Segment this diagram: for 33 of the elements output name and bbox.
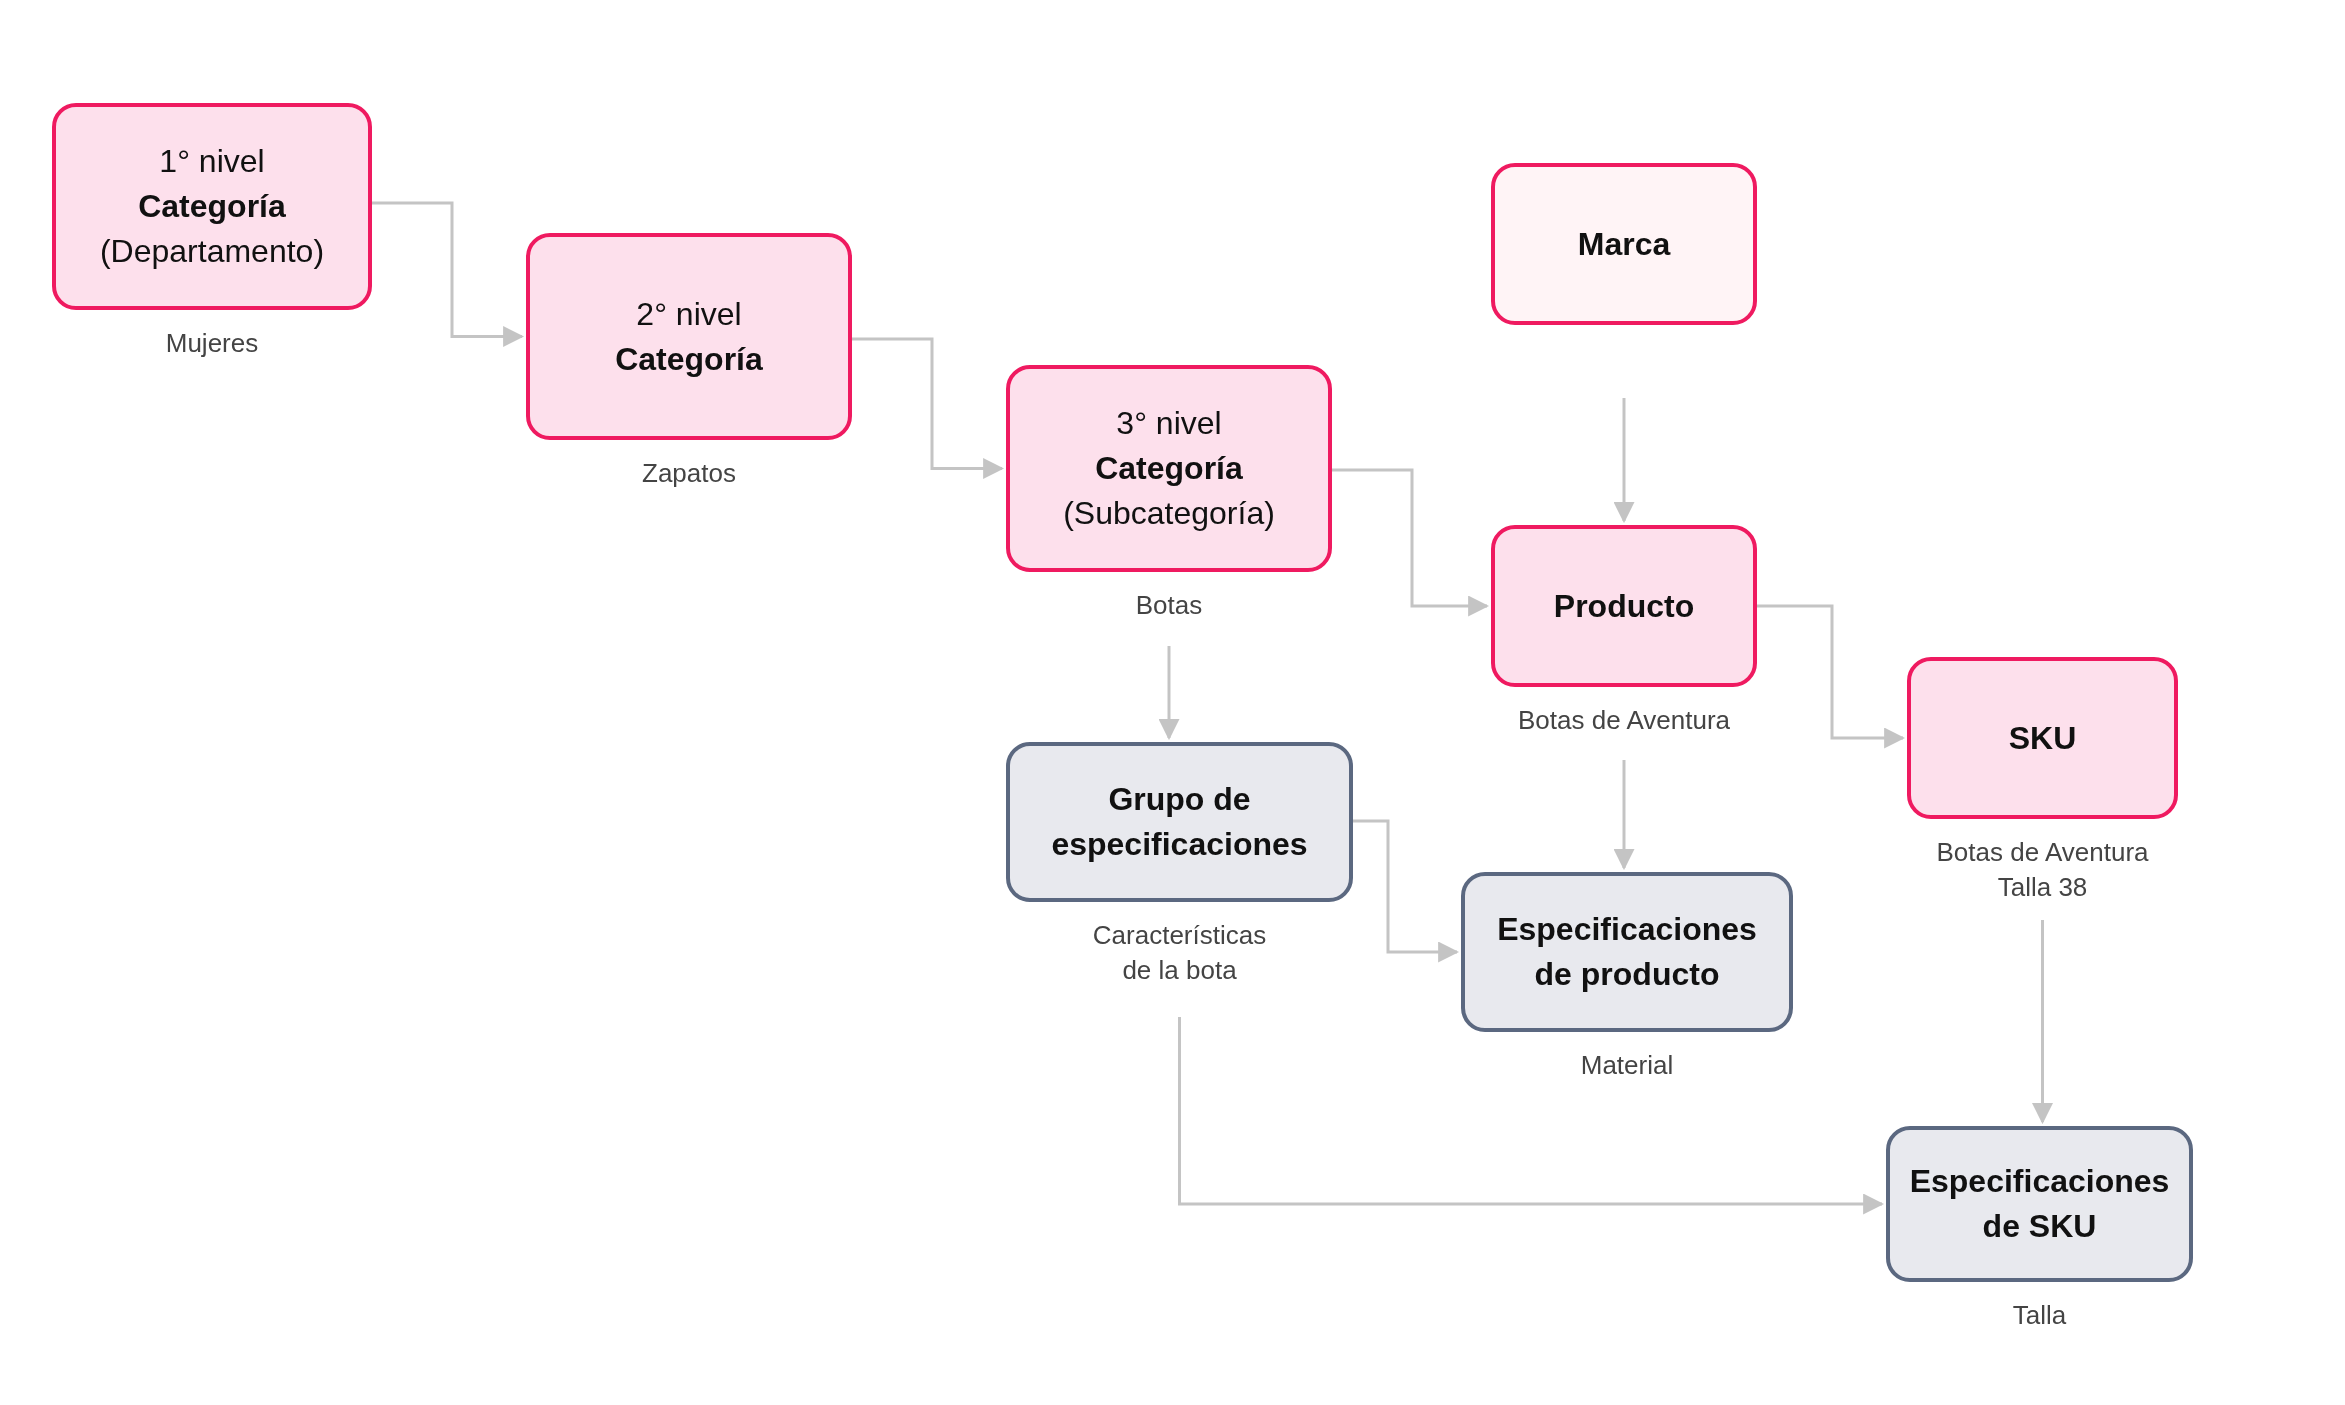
box-label: Especificaciones de SKU [1908, 1162, 2171, 1246]
box-label: Categoría [138, 187, 286, 226]
box-label: 3° nivel [1116, 404, 1222, 443]
box-label: 1° nivel [159, 142, 265, 181]
box-label: Marca [1577, 224, 1671, 264]
arrow [2032, 920, 2053, 1125]
node-caption: Mujeres [164, 327, 260, 360]
arrow [1158, 646, 1180, 741]
box-label: SKU [2008, 718, 2077, 758]
arrow [1178, 1017, 1885, 1215]
node-caption: Botas de Aventura Talla 38 [1935, 836, 2150, 904]
arrow [1613, 760, 1635, 871]
arrow [372, 201, 525, 347]
box-label: 2° nivel [636, 294, 742, 334]
box-label: Producto [1553, 586, 1695, 626]
node-caption: Características de la bota [1091, 919, 1268, 987]
arrow [1757, 604, 1906, 749]
box-label: (Subcategoría) [1063, 494, 1275, 533]
box-label: Categoría [615, 339, 763, 379]
box-label: Categoría [1095, 449, 1243, 488]
node-caption: Zapatos [641, 457, 737, 490]
box-label: Especificaciones de producto [1496, 910, 1758, 994]
arrow [1613, 398, 1635, 524]
node-caption: Botas de Aventura [1517, 704, 1731, 737]
node-caption: Material [1579, 1049, 1675, 1082]
arrow [1332, 468, 1490, 617]
node-caption: Talla [2011, 1299, 2068, 1332]
node-caption: Botas [1134, 589, 1204, 622]
arrow [852, 337, 1005, 479]
category-box [1491, 163, 1757, 325]
arrow [1353, 819, 1460, 963]
box-label: (Departamento) [99, 232, 325, 271]
box-label: Grupo de especificaciones [1050, 780, 1309, 864]
